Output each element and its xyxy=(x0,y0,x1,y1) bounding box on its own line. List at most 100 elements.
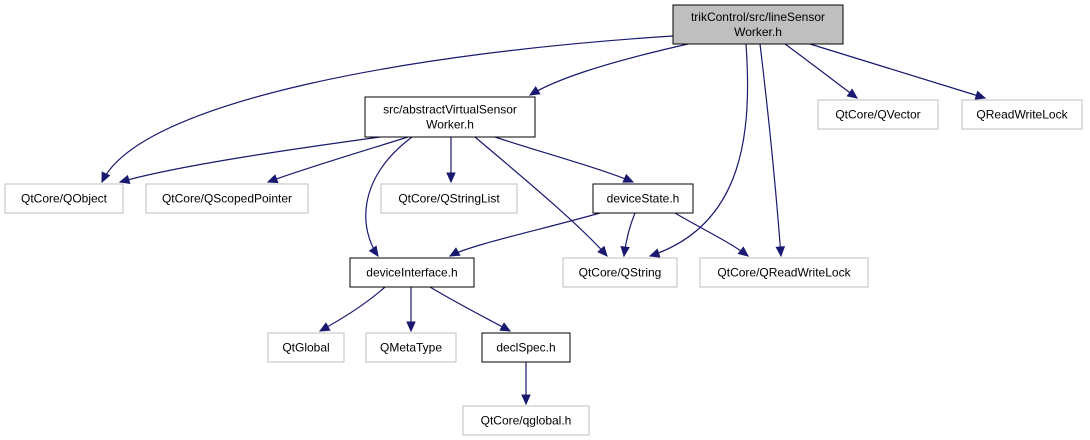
node-devicestate-label: deviceState.h xyxy=(607,192,680,206)
edge-root-to-abstract-arrowhead xyxy=(528,86,541,96)
edge-devicestate-to-qtcorerwlock xyxy=(674,212,749,257)
edge-root-to-abstract-line xyxy=(529,43,689,96)
edge-abstract-to-qstringlist-arrowhead xyxy=(446,172,456,184)
edge-devicestate-to-qtcorerwlock-arrowhead xyxy=(737,246,749,257)
edge-devicestate-to-qstring xyxy=(620,212,636,258)
edge-abstract-to-qobject xyxy=(118,136,381,184)
node-qstring-box xyxy=(562,257,678,288)
edge-abstract-to-devicestate xyxy=(494,136,635,183)
node-qvector-label: QtCore/QVector xyxy=(835,108,920,122)
node-declspec-box xyxy=(481,332,571,363)
edge-abstract-to-devicestate-line xyxy=(494,136,634,183)
edge-abstract-to-deviceinterface xyxy=(365,136,413,258)
node-deviceinterface-box xyxy=(349,257,475,288)
edge-abstract-to-deviceinterface-line xyxy=(365,136,413,257)
node-qstringlist-box xyxy=(380,183,518,214)
edge-abstract-to-qstring-arrowhead xyxy=(597,245,608,257)
edge-abstract-to-devicestate-arrowhead xyxy=(622,173,635,183)
node-qmetatype-label: QMetaType xyxy=(380,341,442,355)
edge-devicestate-to-deviceinterface-arrowhead xyxy=(448,247,461,257)
edge-deviceinterface-to-qtglobal xyxy=(318,286,386,332)
edge-root-to-qtcorerwlock-arrowhead xyxy=(775,246,786,258)
node-qglobal-box xyxy=(462,405,590,436)
edge-deviceinterface-to-declspec-line xyxy=(429,286,511,332)
edge-root-to-qobject-arrowhead xyxy=(101,171,111,184)
node-qvector-box xyxy=(817,99,939,130)
node-qrwlock: QReadWriteLock xyxy=(961,99,1083,130)
edge-declspec-to-qglobal xyxy=(521,362,531,406)
edge-devicestate-to-qstring-arrowhead xyxy=(620,245,630,258)
edge-root-to-qstring-arrowhead xyxy=(648,248,661,258)
edge-root-to-qtcorerwlock-line xyxy=(759,43,782,257)
node-qvector: QtCore/QVector xyxy=(817,99,939,130)
edge-devicestate-to-deviceinterface xyxy=(448,212,601,257)
edge-abstract-to-qscoped-arrowhead xyxy=(266,174,279,184)
edge-deviceinterface-to-qmetatype-arrowhead xyxy=(406,321,416,333)
node-qscoped: QtCore/QScopedPointer xyxy=(145,183,309,214)
node-qobject: QtCore/QObject xyxy=(4,183,124,214)
edge-abstract-to-qstring-line xyxy=(474,136,608,257)
node-qtglobal-label: QtGlobal xyxy=(282,341,329,355)
node-qstring: QtCore/QString xyxy=(562,257,678,288)
edges-layer xyxy=(101,35,987,406)
node-devicestate[interactable]: deviceState.h xyxy=(592,183,694,214)
edge-root-to-qvector-line xyxy=(784,43,858,99)
node-root-label: Worker.h xyxy=(734,25,782,39)
edge-deviceinterface-to-qtglobal-line xyxy=(319,286,386,332)
edge-deviceinterface-to-qmetatype xyxy=(406,286,416,333)
node-qstringlist-label: QtCore/QStringList xyxy=(398,192,500,206)
node-qtcorerwlock-box xyxy=(699,257,869,288)
node-qstringlist: QtCore/QStringList xyxy=(380,183,518,214)
node-qmetatype: QMetaType xyxy=(365,332,457,363)
node-abstract-label: src/abstractVirtualSensor xyxy=(383,103,517,117)
node-deviceinterface[interactable]: deviceInterface.h xyxy=(349,257,475,288)
edge-abstract-to-qscoped xyxy=(266,136,409,184)
edge-abstract-to-qstringlist xyxy=(446,136,456,184)
node-qobject-box xyxy=(4,183,124,214)
node-abstract-box xyxy=(364,96,536,138)
edge-abstract-to-qobject-arrowhead xyxy=(118,174,131,184)
edge-root-to-qrwlock-arrowhead xyxy=(974,90,987,100)
edge-root-to-qstring xyxy=(648,43,749,258)
node-root-box xyxy=(672,4,844,45)
node-qrwlock-box xyxy=(961,99,1083,130)
edge-root-to-abstract xyxy=(528,43,689,96)
edge-root-to-qvector xyxy=(784,43,858,99)
node-qtcorerwlock: QtCore/QReadWriteLock xyxy=(699,257,869,288)
node-abstract-label: Worker.h xyxy=(426,118,474,132)
node-qtglobal-box xyxy=(267,332,345,363)
node-qglobal-label: QtCore/qglobal.h xyxy=(481,414,572,428)
edge-abstract-to-qscoped-line xyxy=(267,136,409,183)
node-declspec[interactable]: declSpec.h xyxy=(481,332,571,363)
node-deviceinterface-label: deviceInterface.h xyxy=(366,266,457,280)
edge-abstract-to-qstring xyxy=(474,136,608,257)
node-qscoped-label: QtCore/QScopedPointer xyxy=(162,192,292,206)
edge-devicestate-to-qtcorerwlock-line xyxy=(674,212,749,257)
node-qscoped-box xyxy=(145,183,309,214)
node-devicestate-box xyxy=(592,183,694,214)
edge-deviceinterface-to-declspec xyxy=(429,286,512,332)
edge-devicestate-to-deviceinterface-line xyxy=(449,212,601,257)
node-declspec-label: declSpec.h xyxy=(496,341,555,355)
edge-deviceinterface-to-qtglobal-arrowhead xyxy=(318,322,331,332)
node-qstring-label: QtCore/QString xyxy=(579,266,662,280)
node-qtcorerwlock-label: QtCore/QReadWriteLock xyxy=(717,266,851,280)
edge-root-to-qstring-line xyxy=(649,43,749,257)
node-qmetatype-box xyxy=(365,332,457,363)
edge-abstract-to-qobject-line xyxy=(119,136,381,183)
edge-root-to-qrwlock xyxy=(809,43,987,100)
edge-declspec-to-qglobal-arrowhead xyxy=(521,394,531,406)
edge-root-to-qobject xyxy=(101,35,674,184)
node-root-label: trikControl/src/lineSensor xyxy=(691,10,825,24)
edge-deviceinterface-to-declspec-arrowhead xyxy=(499,322,512,332)
edge-root-to-qvector-arrowhead xyxy=(846,88,858,99)
node-qrwlock-label: QReadWriteLock xyxy=(976,108,1068,122)
node-qglobal: QtCore/qglobal.h xyxy=(462,405,590,436)
edge-root-to-qtcorerwlock xyxy=(759,43,786,258)
node-qobject-label: QtCore/QObject xyxy=(21,192,108,206)
edge-abstract-to-deviceinterface-arrowhead xyxy=(368,245,379,258)
edge-root-to-qobject-line xyxy=(101,35,674,183)
